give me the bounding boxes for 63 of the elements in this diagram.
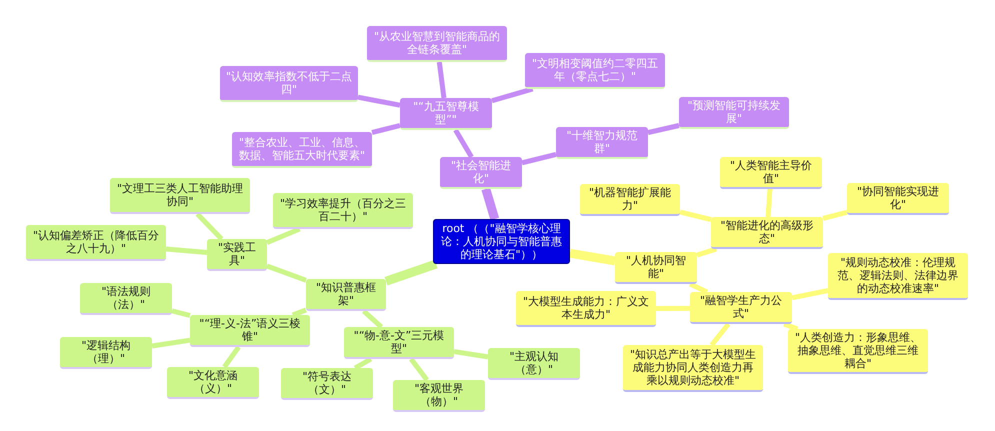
connector-line <box>166 246 208 255</box>
connector-line <box>481 188 500 220</box>
connector-line <box>292 308 307 318</box>
connector-line <box>783 322 798 332</box>
connector-line <box>521 152 557 166</box>
topic-box: "“物-意-文”三元模型" <box>344 327 454 359</box>
topic-box: "学习效率提升（百分之三百二十）" <box>273 193 413 229</box>
connector-line <box>171 308 191 318</box>
topic-box: "社会智能进化" <box>440 157 522 189</box>
connector-line <box>454 349 488 360</box>
connector-line <box>679 210 712 222</box>
connector-line <box>152 338 190 348</box>
topic-box: "预测智能可持续发展" <box>679 97 789 129</box>
connector-line <box>222 346 241 368</box>
topic-box: "大模型生成能力：广义文本生成力" <box>516 291 656 327</box>
connector-line <box>266 264 307 283</box>
connector-line <box>569 248 616 266</box>
topic-box: "智能进化的高级形态" <box>711 217 823 249</box>
topic-box: "整合农业、工业、信息、数据、智能五大时代要素" <box>232 132 372 168</box>
topic-box: "人类智能主导价值" <box>720 157 822 189</box>
connector-line <box>196 212 224 241</box>
connector-line <box>358 94 400 108</box>
topic-box: "符号表达（文）" <box>281 368 373 400</box>
connector-line <box>656 306 690 312</box>
topic-box: "文化意涵（义）" <box>167 367 259 399</box>
connector-line <box>647 123 680 135</box>
topic-box: "从农业智慧到智能商品的全链条覆盖" <box>367 26 507 62</box>
connector-line <box>354 356 372 370</box>
connector-line <box>688 282 708 294</box>
connector-line <box>491 86 534 104</box>
topic-box: "客观世界（物）" <box>393 380 485 412</box>
connector-line <box>266 226 301 245</box>
topic-box: "文理工三类人工智能助理协同" <box>110 178 250 214</box>
connector-line <box>384 260 438 286</box>
topic-box: "实践工具" <box>207 239 267 271</box>
topic-box: "认知偏差矫正（降低百分之八十九）" <box>26 225 166 261</box>
topic-box: "规则动态校准：伦理规范、逻辑法则、法律边界的动态校准速率" <box>828 253 968 300</box>
connector-line <box>371 123 401 135</box>
topic-box: "人类创造力：形象思维、抽象思维、直觉思维三维耦合" <box>788 329 928 374</box>
topic-box: "协同智能实现进化" <box>847 183 949 215</box>
topic-box: "知识总产出等于大模型生成能力协同人类创造力再乘以规则动态校准" <box>623 345 763 392</box>
topic-box: "人机协同智能" <box>615 252 697 284</box>
topic-box: "“理-义-法”语义三棱锥" <box>190 315 310 347</box>
topic-box: "“九五智尊模型”" <box>400 98 492 130</box>
topic-box: "文明相变阈值约二零四五年（零点七二）" <box>525 53 665 89</box>
topic-box: "认知效率指数不低于二点四" <box>220 66 358 102</box>
connector-line <box>710 322 730 347</box>
connector-line <box>766 188 772 218</box>
connector-line <box>792 288 828 300</box>
topic-box: "融智学生产力公式" <box>690 292 792 324</box>
topic-box: "十维智力规范群" <box>556 127 648 159</box>
connector-line <box>453 128 474 158</box>
topic-box: "语法规则（法）" <box>80 283 172 315</box>
root-box: root （（"融智学核心理论：人机协同与智能普惠的理论基石"）） <box>433 219 570 264</box>
topic-box: "逻辑结构（理）" <box>60 337 152 369</box>
topic-box: "知识普惠框架" <box>306 279 386 311</box>
topic-box: "主观认知（意）" <box>488 348 580 380</box>
connector-line <box>362 309 384 329</box>
connector-line <box>409 358 429 382</box>
topic-box: "机器智能扩展能力" <box>580 184 680 216</box>
connector-line <box>822 210 848 221</box>
connector-line <box>696 246 717 258</box>
connector-line <box>436 62 446 98</box>
